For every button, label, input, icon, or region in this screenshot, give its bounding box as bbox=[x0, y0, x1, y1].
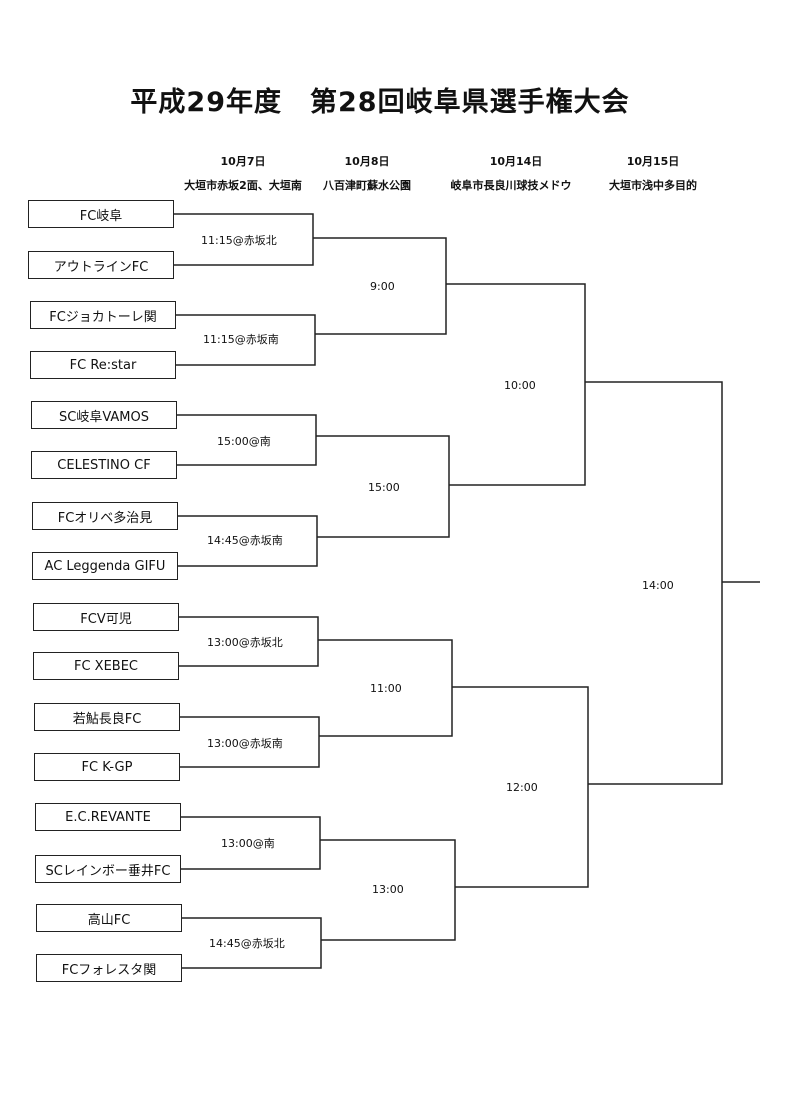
bracket-line-r1-4 bbox=[178, 515, 318, 567]
column-venue-4: 大垣市浅中多目的 bbox=[609, 179, 697, 192]
team-box: CELESTINO CF bbox=[31, 451, 177, 479]
column-venue-3: 岐阜市長良川球技メドウ bbox=[450, 179, 572, 192]
column-date-4: 10月15日 bbox=[626, 155, 680, 168]
bracket-line-r1-5 bbox=[179, 616, 319, 667]
team-box: FCV可児 bbox=[33, 603, 179, 631]
bracket-line-r1-2 bbox=[176, 314, 316, 366]
match-time-r3: 12:00 bbox=[506, 781, 538, 794]
bracket-line-r2-2 bbox=[316, 435, 450, 538]
bracket-line-r3-1 bbox=[446, 283, 586, 486]
team-box: FCフォレスタ関 bbox=[36, 954, 182, 982]
team-box: 若鮎長良FC bbox=[34, 703, 180, 731]
match-time-r2: 9:00 bbox=[370, 280, 395, 293]
column-date-3: 10月14日 bbox=[489, 155, 543, 168]
team-box: アウトラインFC bbox=[28, 251, 174, 279]
team-box: FC Re:star bbox=[30, 351, 176, 379]
bracket-line-r1-8 bbox=[182, 917, 322, 969]
match-time-r2: 11:00 bbox=[370, 682, 402, 695]
match-time-final: 14:00 bbox=[642, 579, 674, 592]
team-box: SC岐阜VAMOS bbox=[31, 401, 177, 429]
match-label-r1: 11:15@赤坂北 bbox=[201, 234, 277, 247]
bracket-line-r2-4 bbox=[320, 839, 456, 941]
page-title: 平成29年度 第28回岐阜県選手権大会 bbox=[130, 87, 630, 118]
team-box: FC K-GP bbox=[34, 753, 180, 781]
match-label-r1: 13:00@赤坂南 bbox=[207, 737, 283, 750]
match-label-r1: 11:15@赤坂南 bbox=[203, 333, 279, 346]
team-box: SCレインボー垂井FC bbox=[35, 855, 181, 883]
bracket-line-r1-6 bbox=[180, 716, 320, 768]
team-box: AC Leggenda GIFU bbox=[32, 552, 178, 580]
bracket-line-final bbox=[585, 381, 723, 785]
bracket-line-r1-3 bbox=[177, 414, 317, 466]
match-time-r2: 15:00 bbox=[368, 481, 400, 494]
match-time-r2: 13:00 bbox=[372, 883, 404, 896]
bracket-line-r2-1 bbox=[313, 237, 447, 335]
bracket-line-r1-7 bbox=[181, 816, 321, 870]
team-box: E.C.REVANTE bbox=[35, 803, 181, 831]
match-time-r3: 10:00 bbox=[504, 379, 536, 392]
match-label-r1: 14:45@赤坂北 bbox=[209, 937, 285, 950]
column-venue-2: 八百津町蘇水公園 bbox=[323, 179, 411, 192]
match-label-r1: 13:00@南 bbox=[221, 837, 275, 850]
match-label-r1: 14:45@赤坂南 bbox=[207, 534, 283, 547]
column-date-2: 10月8日 bbox=[344, 155, 390, 168]
match-label-r1: 15:00@南 bbox=[217, 435, 271, 448]
match-label-r1: 13:00@赤坂北 bbox=[207, 636, 283, 649]
team-box: FCジョカトーレ関 bbox=[30, 301, 176, 329]
column-date-1: 10月7日 bbox=[220, 155, 266, 168]
team-box: FC岐阜 bbox=[28, 200, 174, 228]
bracket-line-r3-2 bbox=[452, 686, 589, 888]
column-venue-1: 大垣市赤坂2面、大垣南 bbox=[184, 179, 302, 192]
team-box: FCオリベ多治見 bbox=[32, 502, 178, 530]
bracket-line-r1-1 bbox=[174, 213, 314, 266]
team-box: FC XEBEC bbox=[33, 652, 179, 680]
team-box: 高山FC bbox=[36, 904, 182, 932]
bracket-line-r2-3 bbox=[318, 639, 453, 737]
